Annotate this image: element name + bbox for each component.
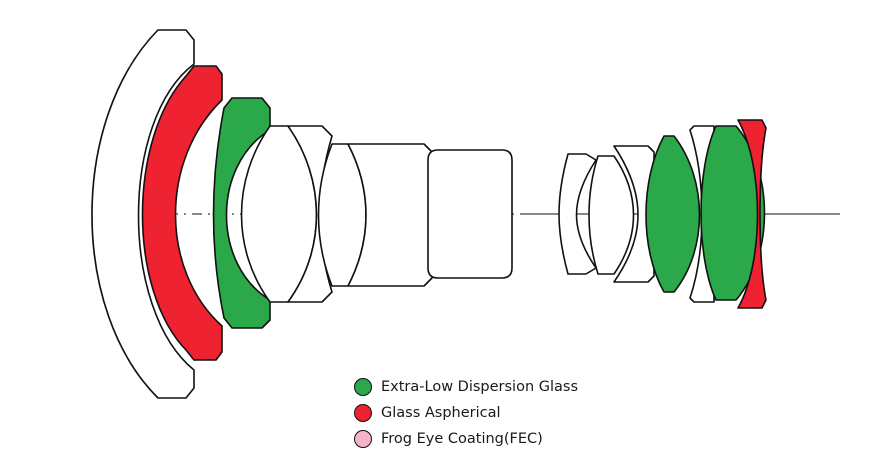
red-dot-icon [354,404,372,422]
legend-label-aspherical: Glass Aspherical [381,405,501,421]
legend-item-aspherical: Glass Aspherical [354,400,634,426]
aspherical-lens-rear [737,119,767,309]
legend-item-fec: Frog Eye Coating(FEC) [354,426,634,452]
rear-group-lens-3 [613,145,655,283]
ed-meniscus-lens [212,97,271,329]
legend: Extra-Low Dispersion Glass Glass Aspheri… [354,374,634,452]
green-dot-icon [354,378,372,396]
pink-dot-icon [354,430,372,448]
legend-label-fec: Frog Eye Coating(FEC) [381,431,543,447]
legend-item-ed-glass: Extra-Low Dispersion Glass [354,374,634,400]
ed-biconvex-lens-1 [645,135,701,293]
aspherical-lens-front [141,65,223,361]
group-2-lens-5 [427,149,513,279]
front-meniscus-lens [91,29,195,399]
legend-label-ed-glass: Extra-Low Dispersion Glass [381,379,579,395]
group-2-lens-4 [347,143,433,287]
rear-group-lens-2 [588,155,635,275]
